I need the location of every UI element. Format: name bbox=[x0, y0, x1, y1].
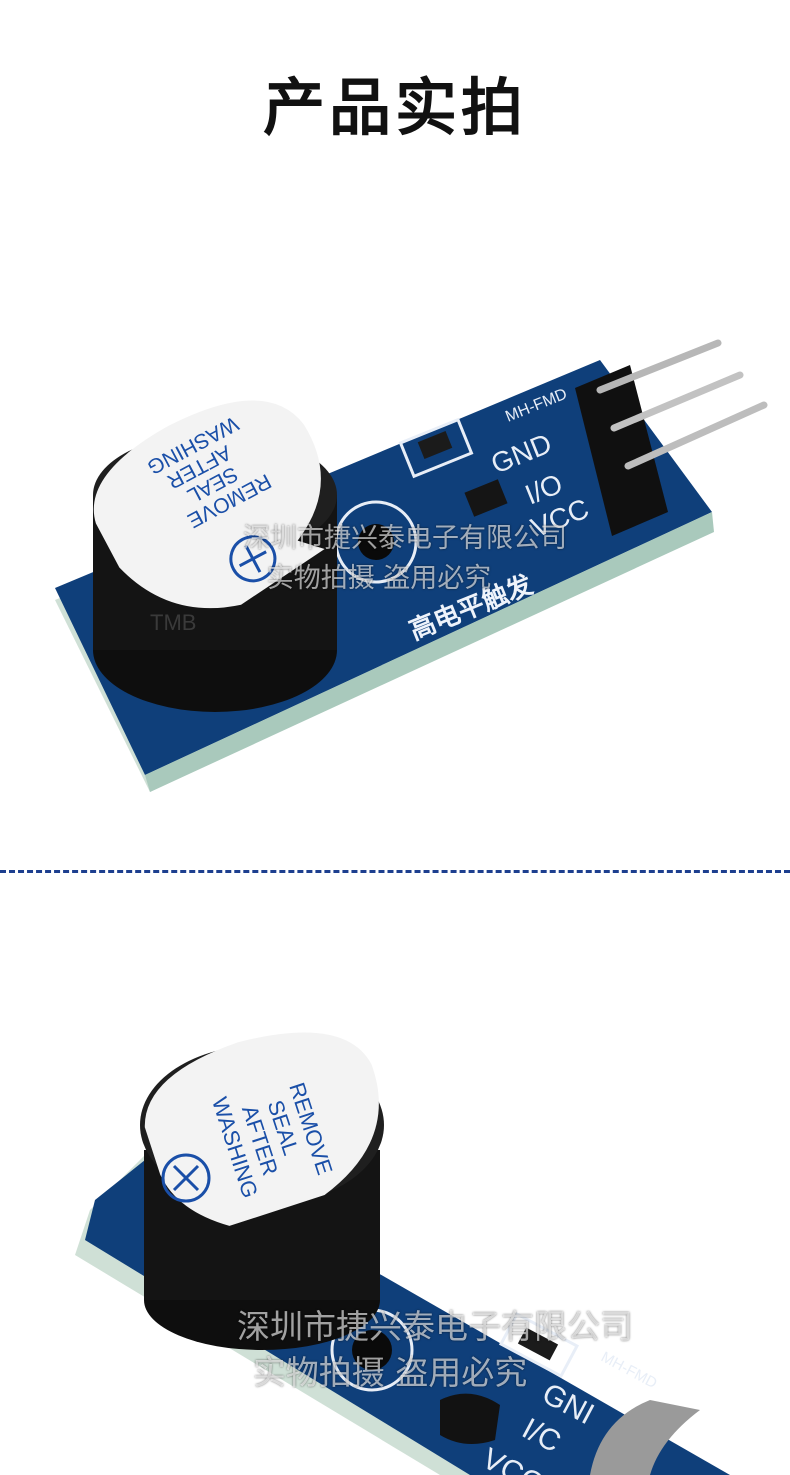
plus-circle-icon bbox=[229, 535, 277, 583]
watermark-company-2: 深圳市捷兴泰电子有限公司 bbox=[237, 1307, 633, 1346]
resistor-outline-2 bbox=[498, 1311, 580, 1379]
header-pin bbox=[624, 401, 768, 470]
mounting-hole bbox=[358, 524, 394, 560]
header-pin bbox=[596, 339, 722, 394]
buzzer-marking: TMB bbox=[150, 610, 196, 635]
watermark-company: 深圳市捷兴泰电子有限公司 bbox=[243, 523, 567, 554]
plus-circle-icon-2-b bbox=[172, 1164, 200, 1192]
buzzer-module-photo-1: MH-FMD GND I/O VCC 高电平触发 TMB REMOVE SEAL… bbox=[55, 339, 768, 792]
header-pin bbox=[610, 371, 744, 432]
product-photo-1: MH-FMD GND I/O VCC 高电平触发 TMB REMOVE SEAL… bbox=[0, 160, 790, 860]
watermark-notice-2: 实物拍摄 盗用必究 bbox=[252, 1353, 528, 1392]
product-photo-2: MH-FMD GNI I/C VCC REMOVE SEAL AFTER WAS… bbox=[0, 880, 790, 1475]
section-divider bbox=[0, 870, 790, 873]
pin-header bbox=[575, 365, 668, 536]
warning-sticker: REMOVE SEAL AFTER WASHING bbox=[93, 400, 325, 609]
mounting-hole-2 bbox=[352, 1330, 392, 1370]
sticker2-paper bbox=[144, 1032, 379, 1226]
smd-resistor-2 bbox=[517, 1327, 559, 1361]
smd-resistor bbox=[417, 431, 453, 459]
transistor-2 bbox=[440, 1393, 500, 1444]
sticker-paper bbox=[93, 400, 325, 609]
header-pin-2 bbox=[590, 1400, 700, 1475]
watermark-notice: 实物拍摄 盗用必究 bbox=[266, 563, 492, 594]
plus-circle-icon-h bbox=[238, 550, 267, 568]
resistor-outline bbox=[398, 417, 474, 479]
page-heading: 产品实拍 bbox=[262, 71, 527, 144]
transistor bbox=[464, 479, 508, 517]
warning-sticker-2: REMOVE SEAL AFTER WASHING bbox=[144, 1032, 379, 1226]
buzzer-module-photo-2: MH-FMD GNI I/C VCC REMOVE SEAL AFTER WAS… bbox=[75, 1032, 730, 1475]
pcb-side bbox=[145, 512, 714, 792]
plus-circle-icon-2 bbox=[161, 1153, 211, 1203]
